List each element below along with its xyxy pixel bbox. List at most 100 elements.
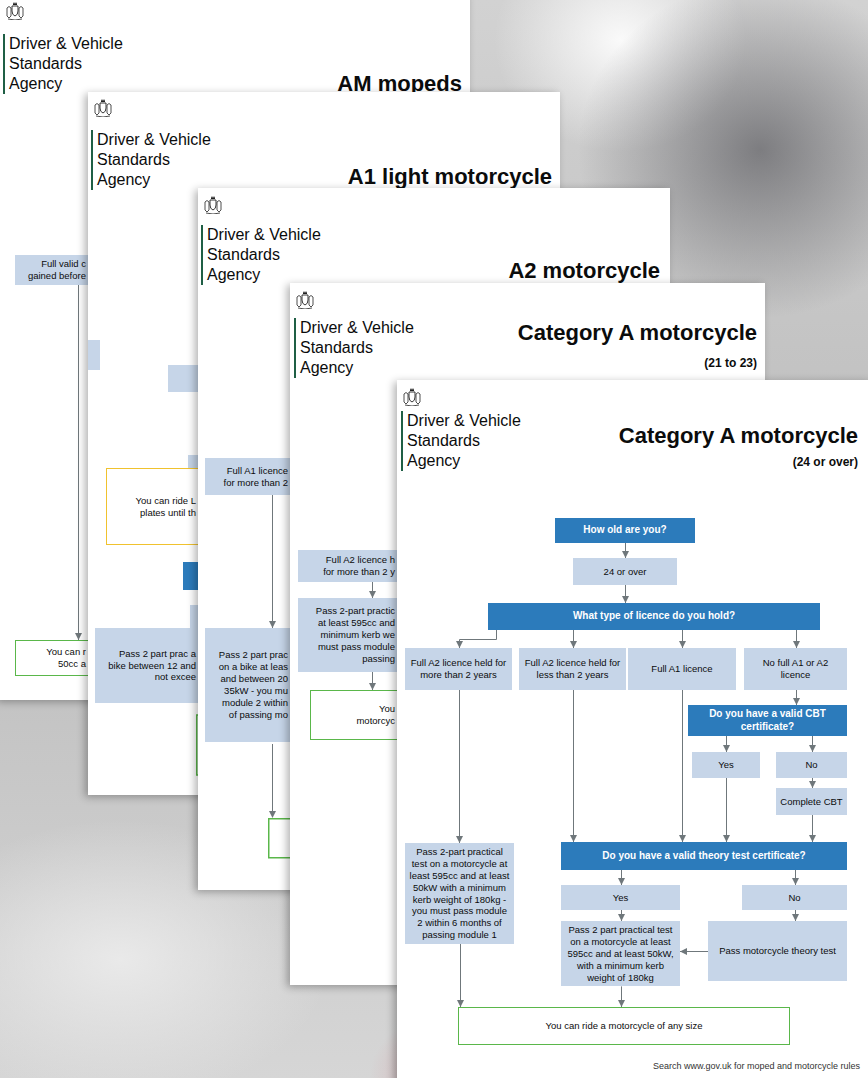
box-text: Full A1 licence for more than 2 — [216, 465, 288, 489]
process-box: No — [742, 885, 847, 910]
crest-icon — [95, 99, 111, 117]
box-text: Yes — [718, 759, 734, 771]
process-box: Full A1 licence for more than 2 — [205, 458, 290, 495]
connector-arrow — [372, 672, 373, 690]
box-text: Pass motorcycle theory test — [719, 945, 836, 957]
question-box: Do you have a valid CBT certificate? — [688, 705, 847, 736]
connector-arrow — [573, 630, 574, 648]
connector-arrow — [796, 630, 797, 648]
process-box: Pass 2 part prac on a bike at leas and b… — [205, 628, 290, 742]
poster-title: Category A motorcycle — [457, 321, 757, 345]
connector-arrow — [796, 690, 797, 705]
box-text: Full A1 licence — [651, 663, 712, 675]
box-text: Pass 2 part prac a bike between 12 and n… — [108, 648, 196, 684]
poster-title: Category A motorcycle — [558, 424, 858, 448]
connector-arrow — [680, 951, 708, 952]
process-box: Full A2 licence held for less than 2 yea… — [519, 648, 626, 690]
box-text: Do you have a valid CBT certificate? — [692, 708, 843, 733]
process-box: Pass 2-part practical test on a motorcyc… — [405, 843, 514, 944]
box-text: No — [805, 759, 817, 771]
crest-icon — [404, 388, 420, 406]
arrowhead — [269, 811, 276, 818]
connector-arrow — [460, 630, 497, 648]
box-text: No full A1 or A2 licence — [748, 657, 843, 681]
poster-title: A1 light motorcycle — [252, 165, 552, 189]
process-box: Pass 2 part prac a bike between 12 and n… — [95, 628, 198, 703]
footer-note: Search www.gov.uk for moped and motorcyc… — [560, 1061, 860, 1072]
crest-icon — [297, 291, 313, 309]
connector-arrow — [573, 690, 574, 842]
box-text: 24 or over — [604, 566, 647, 578]
poster-title: A2 motorcycle — [360, 259, 660, 283]
process-box: Yes — [561, 885, 680, 910]
hidden-box — [88, 340, 100, 370]
box-text: Pass 2-part practic at least 595cc and m… — [309, 605, 395, 664]
box-text: Full A2 licence held for more than 2 yea… — [409, 657, 508, 681]
process-box: Pass motorcycle theory test — [708, 921, 847, 981]
agency-name: Driver & Vehicle Standards Agency — [201, 225, 327, 285]
hidden-box — [168, 365, 198, 392]
connector-arrow — [621, 870, 622, 885]
connector-arrow — [621, 910, 622, 921]
connector-arrow — [372, 582, 373, 598]
result-box: You motorcyc — [310, 690, 397, 740]
poster-subtitle: (24 or over) — [658, 455, 858, 469]
process-box: No full A1 or A2 licence — [744, 648, 847, 690]
box-text: You can ride L plates until th — [118, 495, 196, 519]
crest-icon — [7, 2, 23, 20]
process-box: Full A1 licence — [628, 648, 736, 690]
question-box: What type of licence do you hold? — [488, 603, 820, 630]
process-box: Full valid c gained before — [15, 255, 88, 285]
agency-name: Driver & Vehicle Standards Agency — [3, 34, 129, 94]
box-text: Full valid c gained before — [24, 258, 86, 282]
process-box: Yes — [692, 752, 760, 778]
process-box: Full A2 licence h for more than 2 y — [298, 550, 397, 582]
box-text: Pass 2 part practical test on a motorcyc… — [565, 924, 676, 983]
connector-arrow — [812, 778, 813, 788]
connector-arrow — [621, 986, 622, 1007]
connector-arrow — [682, 630, 683, 648]
connector-arrow — [625, 585, 626, 603]
result-box: You can ride a motorcycle of any size — [458, 1007, 790, 1045]
poster-sheet: Driver & Vehicle Standards Agency Categor… — [397, 380, 868, 1078]
question-box: Do you have a valid theory test certific… — [561, 842, 847, 870]
box-text: Complete CBT — [780, 796, 842, 808]
connector-arrow — [812, 736, 813, 752]
process-box: Complete CBT — [776, 788, 847, 815]
connector-arrow — [795, 870, 796, 885]
connector-arrow — [272, 495, 273, 628]
agency-name: Driver & Vehicle Standards Agency — [91, 130, 217, 190]
connector-arrow — [812, 815, 813, 842]
note-box: You can ride L plates until th — [106, 468, 198, 545]
connector-line — [272, 744, 273, 812]
process-box: Pass 2-part practic at least 595cc and m… — [298, 598, 397, 672]
box-text: Yes — [613, 892, 629, 904]
box-text: You motorcyc — [345, 703, 395, 727]
connector-arrow — [795, 910, 796, 921]
box-text: No — [788, 892, 800, 904]
box-text: You can r 50cc a — [36, 646, 86, 670]
connector-arrow — [459, 690, 460, 843]
box-text: Do you have a valid theory test certific… — [602, 850, 805, 863]
result-box: You can r 50cc a — [15, 640, 88, 676]
agency-name: Driver & Vehicle Standards Agency — [401, 411, 527, 471]
agency-name: Driver & Vehicle Standards Agency — [294, 318, 420, 378]
process-box: No — [776, 752, 847, 778]
box-text: Full A2 licence h for more than 2 y — [317, 554, 395, 578]
box-text: What type of licence do you hold? — [573, 610, 735, 623]
connector-arrow — [460, 944, 461, 1007]
connector-arrow — [682, 690, 683, 842]
process-box: Pass 2 part practical test on a motorcyc… — [561, 921, 680, 986]
process-box: Full A2 licence held for more than 2 yea… — [405, 648, 512, 690]
connector-arrow — [726, 778, 727, 842]
connector-arrow — [726, 736, 727, 752]
box-text: Pass 2 part prac on a bike at leas and b… — [213, 649, 288, 720]
poster-subtitle: (21 to 23) — [557, 356, 757, 370]
crest-icon — [205, 196, 221, 214]
process-box: 24 or over — [573, 558, 677, 585]
connector-arrow — [625, 543, 626, 558]
box-text: How old are you? — [583, 524, 666, 537]
connector-arrow — [78, 285, 79, 640]
question-box: How old are you? — [555, 518, 695, 543]
